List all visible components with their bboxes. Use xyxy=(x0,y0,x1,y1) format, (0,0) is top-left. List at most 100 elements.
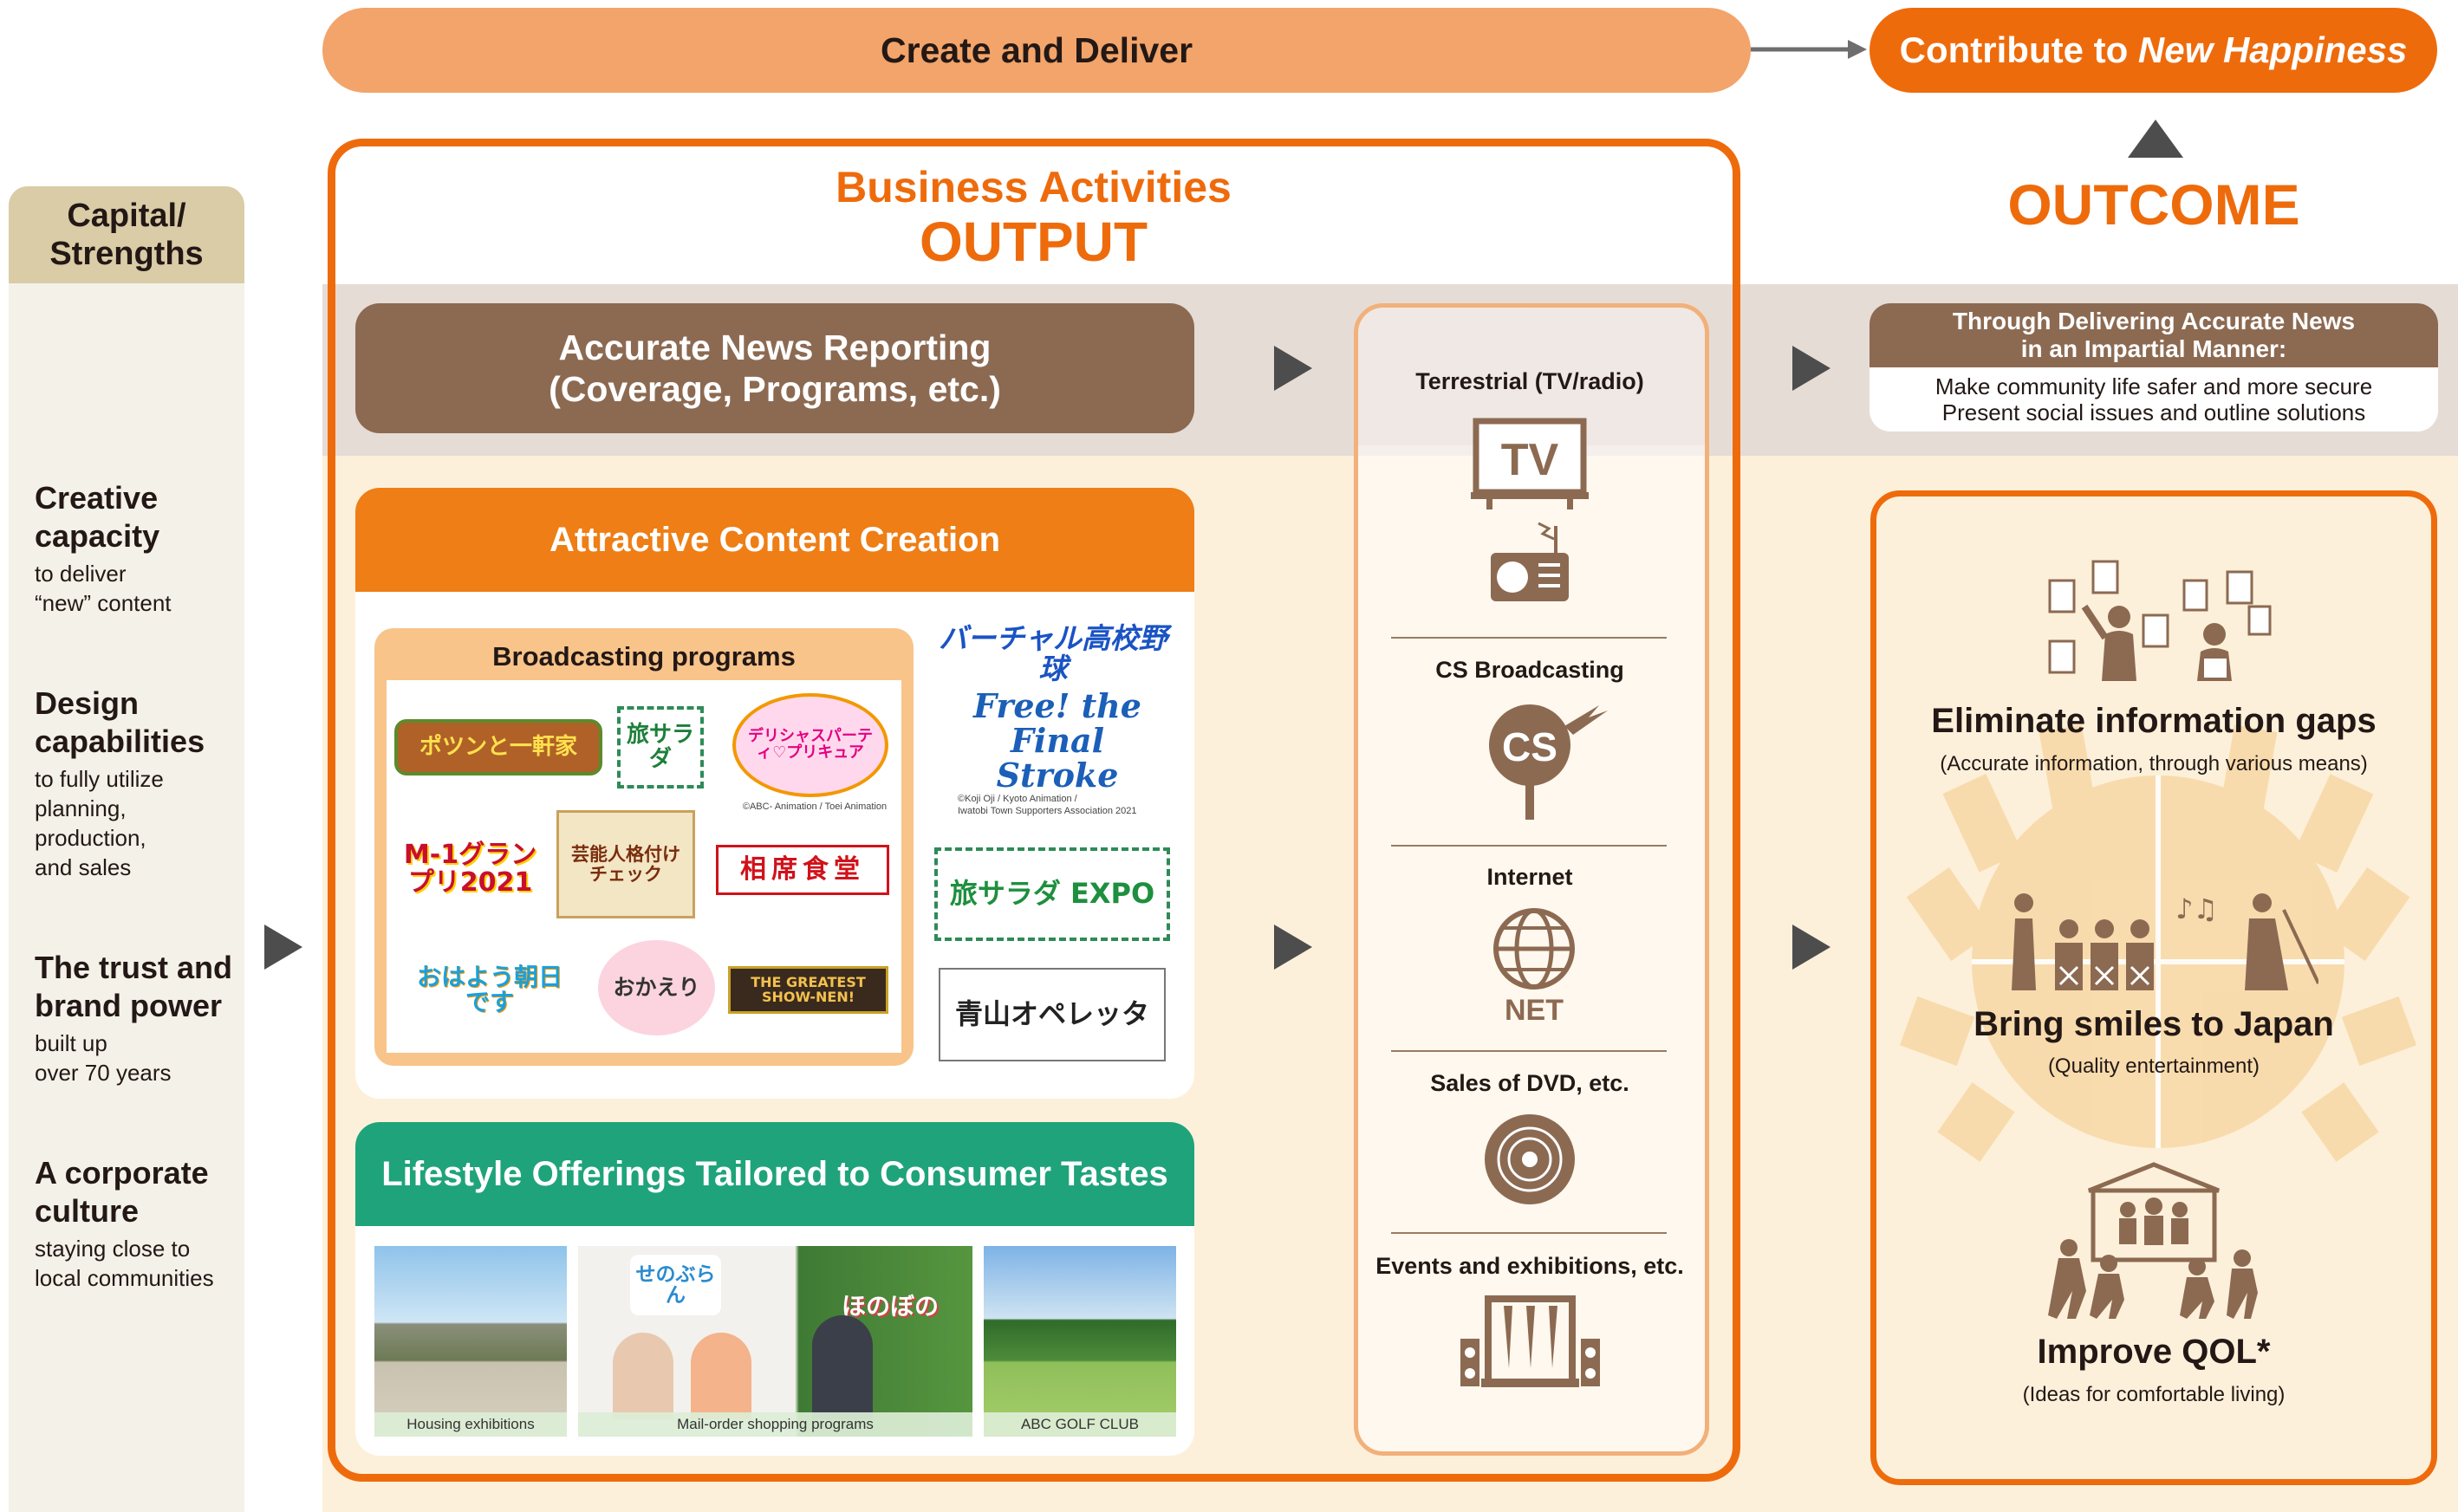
outcome-news-header: Through Delivering Accurate News in an I… xyxy=(1870,303,2438,367)
mailorder-photo: せのぶらん ほのぼの Mail-order shopping programs xyxy=(578,1246,972,1437)
program-logo: 芸能人格付けチェック xyxy=(556,810,695,918)
golf-photo: ABC GOLF CLUB xyxy=(984,1246,1176,1437)
content-header: Attractive Content Creation xyxy=(355,488,1194,592)
top-connector-arrow xyxy=(1751,40,1867,59)
qol-icon xyxy=(2048,1162,2258,1319)
programs-title-label: Broadcasting programs xyxy=(492,641,796,672)
channel-label: CS Broadcasting xyxy=(1435,657,1624,683)
svg-text:♪♫: ♪♫ xyxy=(2175,892,2218,925)
cs-dish-icon: CS xyxy=(1489,704,1608,820)
arrow-right-icon xyxy=(1792,925,1830,970)
arrow-right-icon xyxy=(1274,346,1312,391)
capital-item-heading: Creative capacity xyxy=(35,480,160,554)
presenter-figure xyxy=(691,1333,751,1419)
channel-label: Events and exhibitions, etc. xyxy=(1375,1253,1684,1279)
outcome-item-title: Eliminate information gaps xyxy=(1931,702,2377,740)
tabisalad-expo-logo: 旅サラダ EXPO xyxy=(934,847,1170,941)
business-title-bg xyxy=(333,143,1735,282)
capital-item: A corporate culture staying close to loc… xyxy=(35,1154,251,1293)
net-text: NET xyxy=(1505,994,1564,1027)
sun-illustration xyxy=(1899,724,2417,1162)
free-credit: ©Koji Oji / Kyoto Animation / Iwatobi To… xyxy=(958,794,1137,816)
presenter-figure xyxy=(812,1315,873,1419)
outcome-item-sub: (Accurate information, through various m… xyxy=(1940,752,2368,775)
capital-column-bg xyxy=(9,186,244,1512)
stage-icon xyxy=(1460,1295,1600,1387)
programs-title: Broadcasting programs xyxy=(374,635,914,678)
outcome-item-title: Bring smiles to Japan xyxy=(1974,1005,2334,1043)
arrow-right-icon xyxy=(264,925,302,970)
outcome-results-box xyxy=(1870,490,2437,1485)
disc-icon xyxy=(1485,1114,1575,1204)
content-header-label: Attractive Content Creation xyxy=(549,520,1001,559)
outcome-news-body-text: Make community life safer and more secur… xyxy=(1935,373,2373,425)
housing-photo: Housing exhibitions xyxy=(374,1246,567,1437)
outcome-item-sub: (Ideas for comfortable living) xyxy=(2022,1383,2286,1406)
senobura-logo: せのぶらん xyxy=(630,1255,721,1315)
capital-item-sub: to deliver “new” content xyxy=(35,561,172,616)
contribute-emph: New Happiness xyxy=(2137,29,2408,70)
create-deliver-bar: Create and Deliver xyxy=(322,8,1751,93)
virtual-koshien-logo: バーチャル高校野球 xyxy=(939,621,1167,685)
capital-item: Creative capacity to deliver “new” conte… xyxy=(35,479,243,618)
channel-label: Sales of DVD, etc. xyxy=(1430,1070,1629,1096)
channel-label: Terrestrial (TV/radio) xyxy=(1415,368,1644,394)
business-title-line2: OUTPUT xyxy=(919,211,1148,273)
lifestyle-header-label: Lifestyle Offerings Tailored to Consumer… xyxy=(381,1154,1168,1193)
program-logo: おかえり xyxy=(598,940,715,1035)
program-logo: デリシャスパーティ♡プリキュア xyxy=(732,693,888,797)
entertainment-icon: ♪♫ xyxy=(2012,892,2318,990)
program-logo: 相席食堂 xyxy=(716,845,889,895)
outcome-news-body: Make community life safer and more secur… xyxy=(1870,367,2438,432)
photo-caption: Mail-order shopping programs xyxy=(578,1412,972,1437)
capital-item-heading: Design capabilities xyxy=(35,685,205,759)
outcome-title: OUTCOME xyxy=(2007,172,2300,237)
news-reporting-label: Accurate News Reporting (Coverage, Progr… xyxy=(549,328,1001,409)
globe-net-icon: NET xyxy=(1493,908,1575,1027)
outcome-item-title: Improve QOL* xyxy=(2037,1333,2271,1371)
precure-credit: ©ABC- Animation / Toei Animation xyxy=(742,801,888,812)
program-logo: M-1グランプリ2021 xyxy=(399,823,542,914)
program-logo: THE GREATEST SHOW-NEN! xyxy=(728,966,888,1014)
cs-text: CS xyxy=(1502,724,1557,769)
contribute-prefix: Contribute to xyxy=(1899,29,2138,70)
photo-caption: ABC GOLF CLUB xyxy=(984,1412,1176,1437)
business-title: Business Activities OUTPUT xyxy=(780,163,1287,272)
lifestyle-header: Lifestyle Offerings Tailored to Consumer… xyxy=(355,1122,1194,1226)
contribute-pill: Contribute to New Happiness xyxy=(1870,8,2437,93)
information-gap-icon xyxy=(2048,560,2272,681)
channel-divider xyxy=(1391,1232,1667,1234)
capital-item-sub: staying close to local communities xyxy=(35,1236,214,1291)
aoyama-operetta-logo: 青山オペレッタ xyxy=(939,968,1166,1061)
outcome-news-header-text: Through Delivering Accurate News in an I… xyxy=(1952,308,2356,362)
free-logo: Free! the Final Stroke xyxy=(973,686,1141,795)
channel-divider xyxy=(1391,1050,1667,1052)
channel-divider xyxy=(1391,845,1667,847)
business-title-line1: Business Activities xyxy=(836,163,1232,211)
program-logo: おはよう朝日です xyxy=(403,946,576,1033)
honobono-logo: ほのぼの xyxy=(841,1292,939,1321)
capital-item: Design capabilities to fully utilize pla… xyxy=(35,685,243,882)
capital-item-sub: built up over 70 years xyxy=(35,1030,172,1086)
capital-title-text: Capital/ Strengths xyxy=(49,198,204,272)
business-activities-frame xyxy=(328,139,1740,1482)
capital-title: Capital/ Strengths xyxy=(9,186,244,283)
arrow-right-icon xyxy=(1274,925,1312,970)
capital-item-heading: A corporate culture xyxy=(35,1155,209,1229)
photo-caption: Housing exhibitions xyxy=(374,1412,567,1437)
outcome-item-sub: (Quality entertainment) xyxy=(2047,1055,2260,1078)
outcome-news-card: Through Delivering Accurate News in an I… xyxy=(1870,303,2438,432)
arrow-right-icon xyxy=(1792,346,1830,391)
create-deliver-label: Create and Deliver xyxy=(880,29,1193,70)
tv-radio-icon: TV xyxy=(1471,418,1589,601)
capital-item: The trust and brand power built up over … xyxy=(35,949,243,1087)
capital-item-heading: The trust and brand power xyxy=(35,950,233,1023)
channel-label: Internet xyxy=(1486,864,1573,890)
channel-divider xyxy=(1391,637,1667,639)
capital-item-sub: to fully utilize planning, production, a… xyxy=(35,766,164,880)
presenter-figure xyxy=(613,1333,673,1419)
program-logo: ポツンと一軒家 xyxy=(394,719,602,775)
up-arrow-icon xyxy=(2128,120,2183,158)
tv-text: TV xyxy=(1501,435,1559,485)
program-logo: 旅サラダ xyxy=(617,706,704,788)
